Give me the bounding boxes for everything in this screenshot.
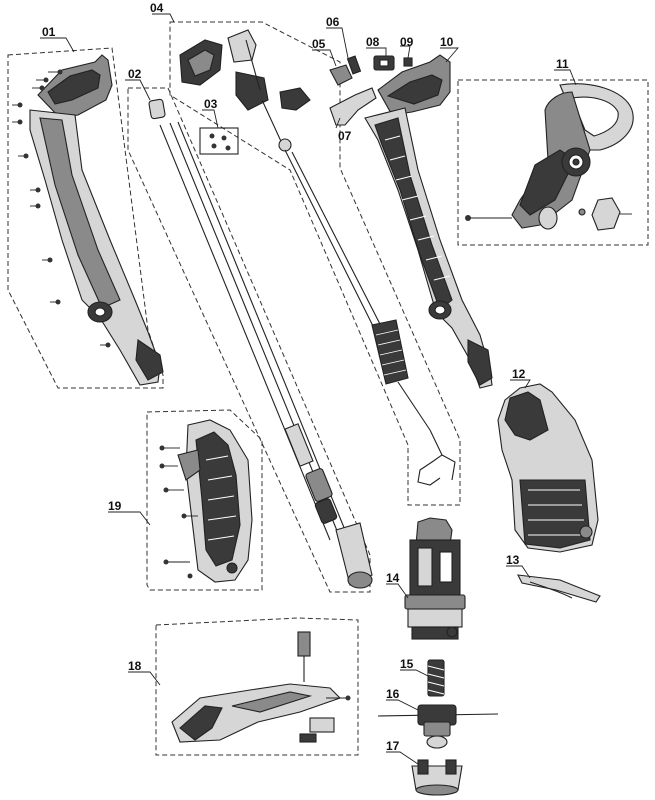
- label-18: 18: [128, 659, 142, 673]
- group-outline-04: [169, 21, 461, 506]
- part-03-screw-set: [199, 127, 239, 155]
- part-05-clip: [329, 64, 353, 86]
- label-19: 19: [108, 499, 122, 513]
- part-11-auxiliary-handle: [465, 83, 634, 231]
- group-outline-18: [155, 617, 359, 756]
- label-15: 15: [400, 657, 414, 671]
- part-02-tube-assembly: [148, 98, 373, 589]
- part-09-pin: [403, 57, 413, 67]
- part-01-screws: [12, 69, 111, 348]
- part-13-guard-flap: [517, 574, 601, 603]
- label-14: 14: [386, 571, 400, 585]
- part-19-side-cover: [177, 419, 253, 583]
- part-06-spring: [346, 55, 362, 75]
- part-04-switch-cable-assembly: [179, 29, 456, 486]
- leader-lines: [40, 13, 577, 765]
- label-10: 10: [440, 35, 454, 49]
- part-08-button: [373, 55, 395, 71]
- part-16-cutting-blade-spool: [377, 704, 499, 749]
- group-outline-02: [127, 87, 371, 593]
- label-12: 12: [512, 367, 526, 381]
- label-11: 11: [556, 57, 569, 71]
- part-10-handle-half: [364, 54, 493, 389]
- group-outline-01: [7, 47, 164, 389]
- label-09: 09: [400, 35, 414, 49]
- group-outline-11: [457, 79, 649, 246]
- part-18-base-guard: [171, 631, 351, 743]
- label-06: 06: [326, 15, 340, 29]
- part-12-motor-housing-half: [497, 383, 599, 553]
- label-02: 02: [128, 67, 142, 81]
- label-03: 03: [204, 97, 218, 111]
- group-outline-19: [146, 409, 263, 591]
- label-04: 04: [150, 1, 164, 15]
- part-17-spool-cap: [411, 759, 463, 796]
- part-19-screws: [159, 445, 198, 579]
- label-01: 01: [42, 25, 56, 39]
- part-labels: 01 02 03 04 05 06 07 08 09 10 11 12 13 1…: [42, 1, 569, 753]
- part-15-spring: [427, 659, 445, 697]
- label-13: 13: [506, 553, 520, 567]
- label-08: 08: [366, 35, 380, 49]
- label-07: 07: [338, 129, 352, 143]
- part-01-handle-half: [29, 54, 164, 386]
- label-16: 16: [386, 687, 400, 701]
- label-17: 17: [386, 739, 400, 753]
- part-14-motor: [404, 517, 466, 640]
- label-05: 05: [312, 37, 326, 51]
